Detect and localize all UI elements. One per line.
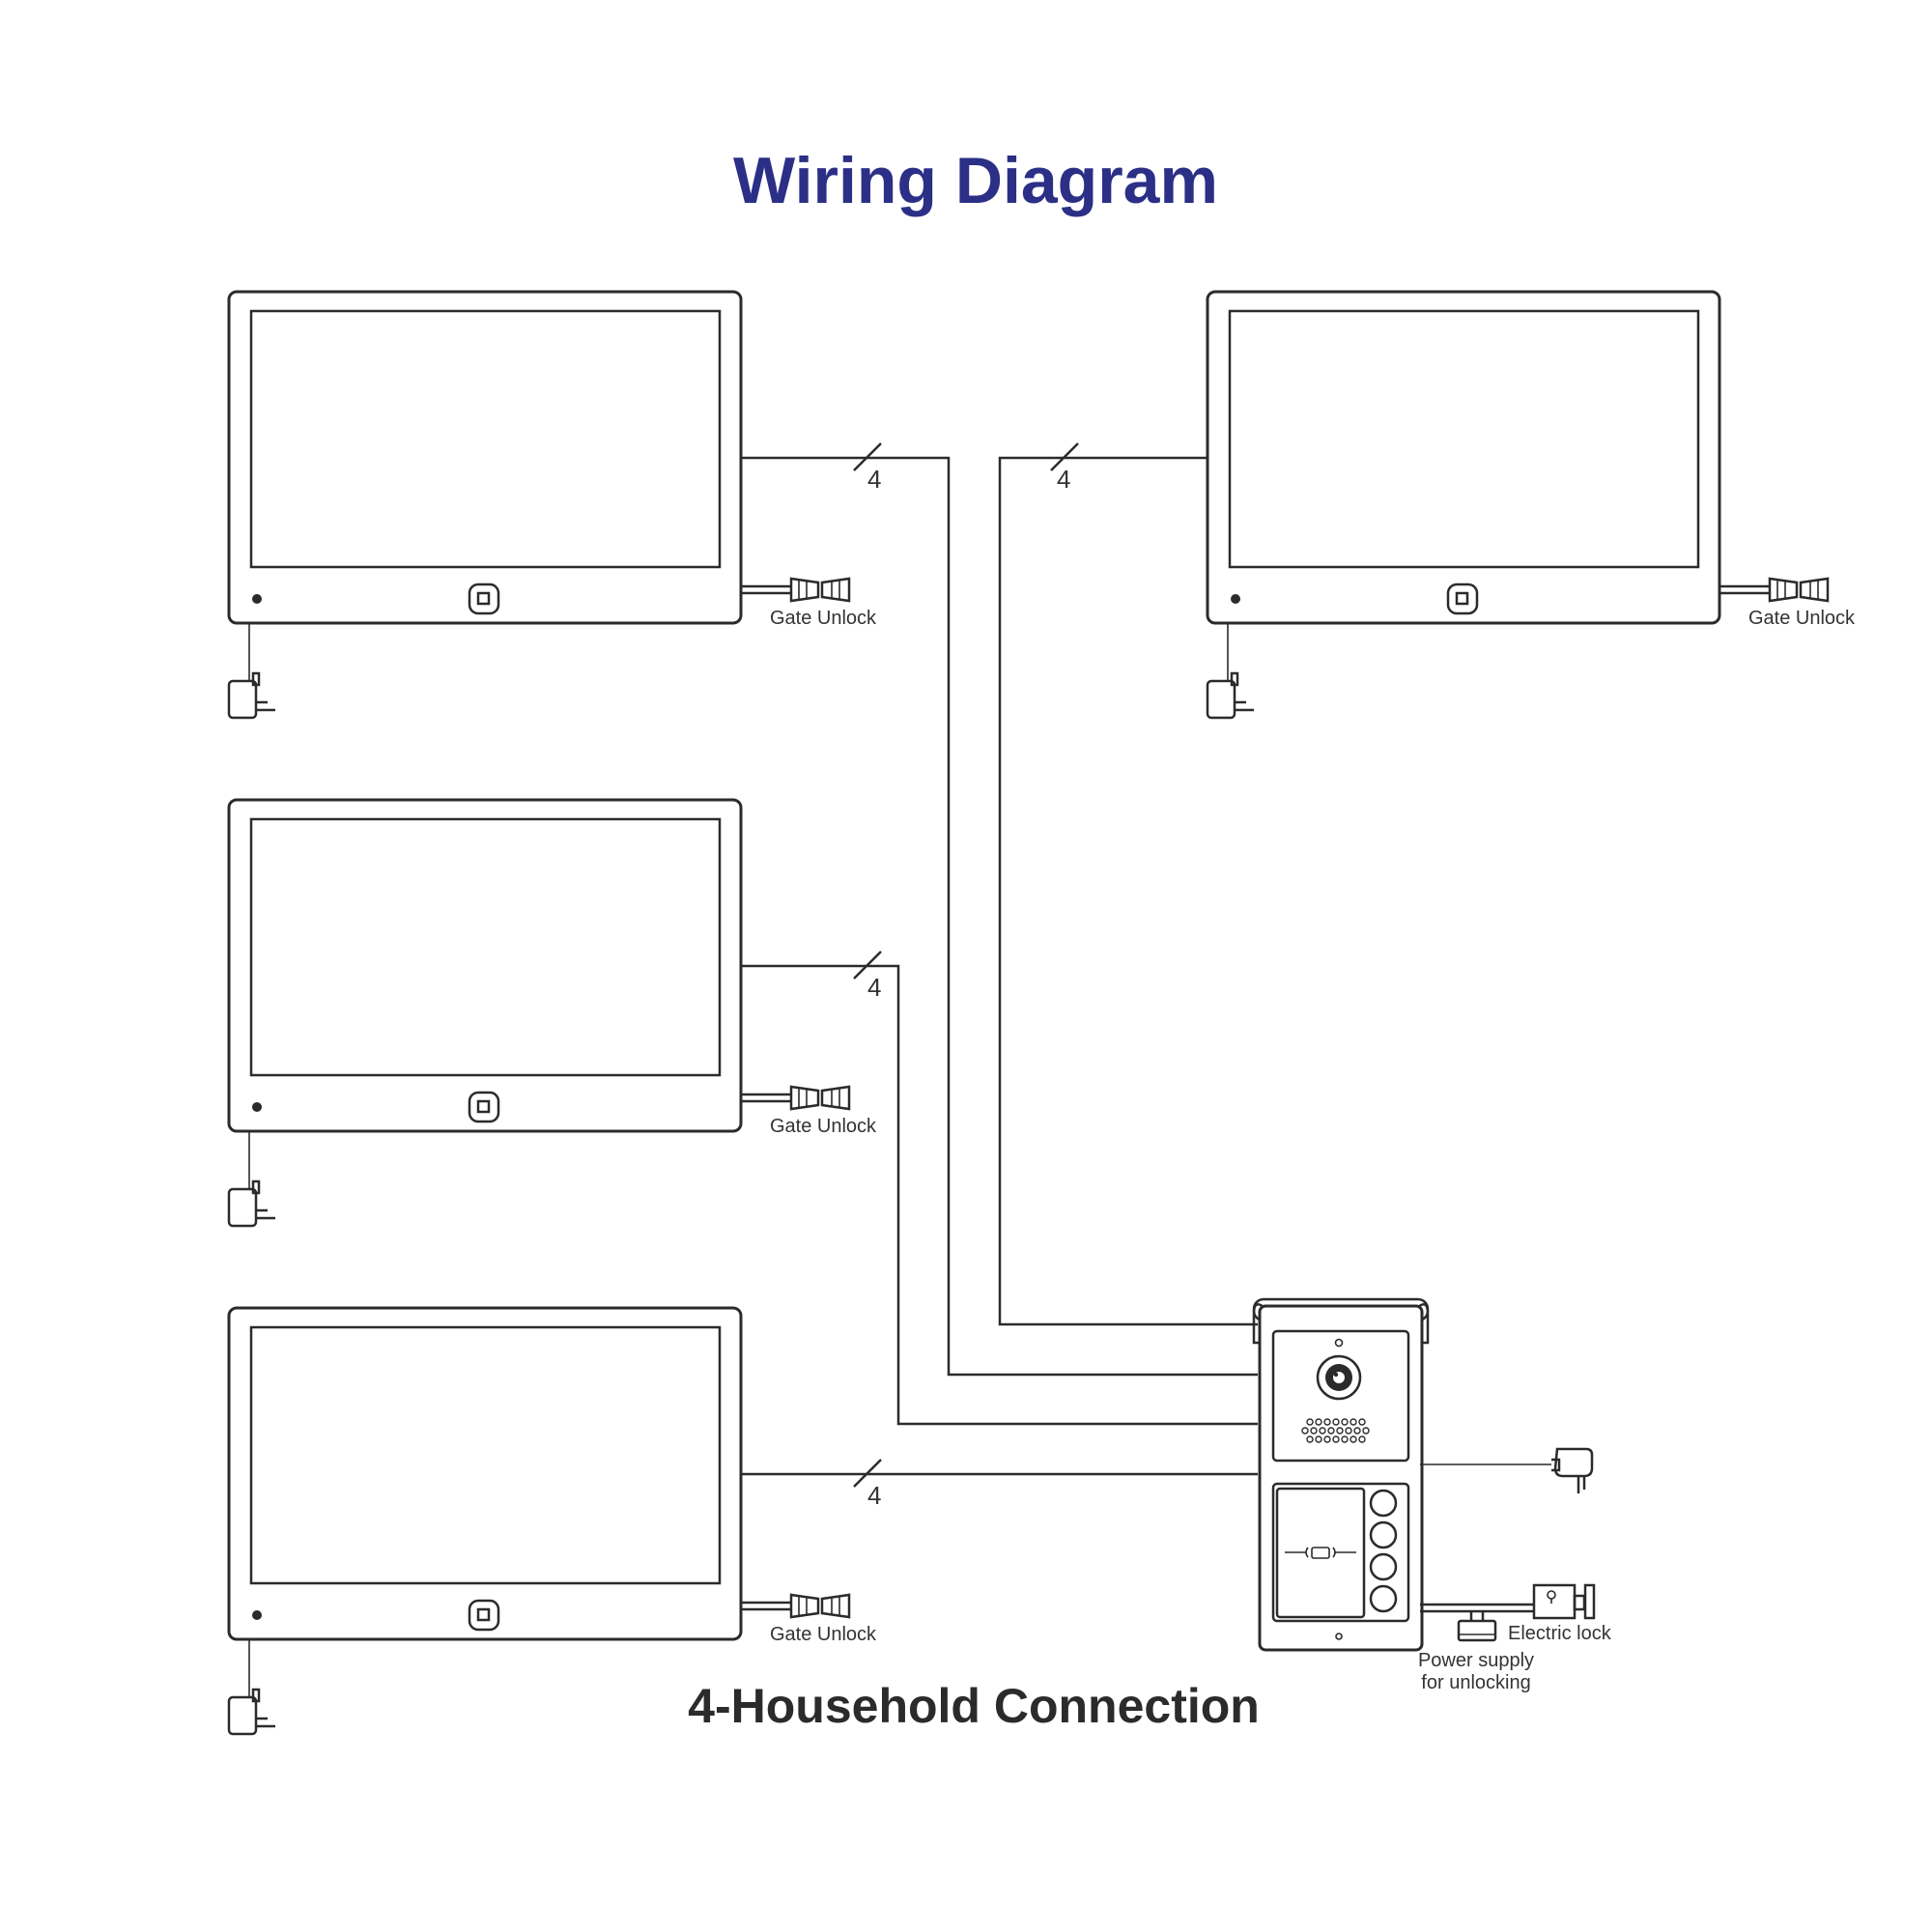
grille-hole <box>1310 1427 1318 1435</box>
indoor-monitor-3: Gate Unlock <box>227 798 877 1228</box>
grille-hole <box>1332 1435 1340 1443</box>
wire-count-label: 4 <box>867 973 881 1002</box>
grille-hole <box>1350 1418 1357 1426</box>
power-supply-label: Power supply <box>1418 1650 1534 1671</box>
grille-hole <box>1332 1418 1340 1426</box>
speaker-grille <box>1301 1418 1370 1443</box>
power-adapter-icon <box>1206 621 1256 720</box>
gate-connector-icon <box>739 1085 851 1111</box>
electric-lock-assembly: Electric lock Power supply for unlocking <box>1418 1583 1612 1693</box>
grille-hole <box>1301 1427 1309 1435</box>
wire-monitor-4: 4 <box>741 1459 1258 1510</box>
grille-hole <box>1315 1418 1322 1426</box>
grille-hole <box>1327 1427 1335 1435</box>
grille-hole <box>1358 1418 1366 1426</box>
gate-unlock-label: Gate Unlock <box>770 1116 877 1137</box>
electric-lock-icon <box>1532 1583 1596 1620</box>
call-buttons <box>1369 1489 1398 1613</box>
page-title: Wiring Diagram <box>733 144 1218 217</box>
wire-count-label: 4 <box>867 465 881 494</box>
power-adapter-icon <box>1420 1447 1594 1493</box>
gate-unlock-label: Gate Unlock <box>1748 608 1856 629</box>
indoor-monitor-1: Gate Unlock <box>227 290 877 720</box>
gate-unlock-label: Gate Unlock <box>770 1624 877 1645</box>
electric-lock-label: Electric lock <box>1508 1623 1612 1644</box>
wire-monitor-2: 4 <box>998 442 1258 1326</box>
grille-hole <box>1350 1435 1357 1443</box>
gate-connector-icon <box>1718 577 1830 603</box>
grille-hole <box>1315 1435 1322 1443</box>
indoor-monitor-2: Gate Unlock <box>1206 290 1856 720</box>
grille-hole <box>1323 1418 1331 1426</box>
wire-count-label: 4 <box>1057 465 1070 494</box>
power-supply-label-line2: for unlocking <box>1421 1672 1530 1693</box>
grille-hole <box>1345 1427 1352 1435</box>
camera-icon <box>1316 1354 1362 1401</box>
grille-hole <box>1353 1427 1361 1435</box>
wire-count-label: 4 <box>867 1481 881 1510</box>
wire-monitor-1: 4 <box>741 442 1258 1377</box>
gate-unlock-label: Gate Unlock <box>770 608 877 629</box>
power-supply-icon <box>1457 1611 1497 1642</box>
gate-connector-icon <box>739 1593 851 1619</box>
grille-hole <box>1306 1435 1314 1443</box>
indoor-monitor-4: Gate Unlock <box>227 1306 877 1736</box>
grille-hole <box>1336 1427 1344 1435</box>
grille-hole <box>1362 1427 1370 1435</box>
power-adapter-icon <box>227 1129 277 1228</box>
wire-monitor-3: 4 <box>741 951 1258 1426</box>
grille-hole <box>1358 1435 1366 1443</box>
grille-hole <box>1341 1435 1349 1443</box>
grille-hole <box>1319 1427 1326 1435</box>
door-station <box>1252 1297 1430 1652</box>
grille-hole <box>1341 1418 1349 1426</box>
grille-hole <box>1323 1435 1331 1443</box>
grille-hole <box>1306 1418 1314 1426</box>
card-reader-icon <box>1285 1547 1356 1559</box>
diagram-subtitle: 4-Household Connection <box>688 1679 1260 1733</box>
power-adapter-icon <box>227 1637 277 1736</box>
power-adapter-icon <box>227 621 277 720</box>
gate-connector-icon <box>739 577 851 603</box>
